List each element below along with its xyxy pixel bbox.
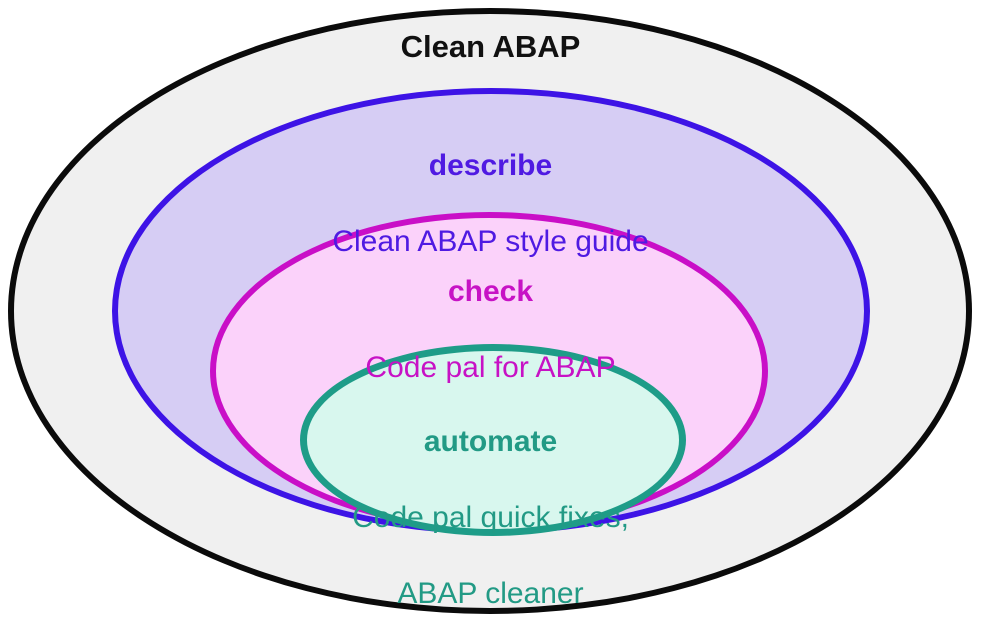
automate-label-block: automate Code pal quick fixes, ABAP clea… bbox=[0, 386, 981, 622]
diagram-title: Clean ABAP bbox=[400, 29, 581, 64]
describe-heading: describe bbox=[428, 149, 553, 182]
check-heading: check bbox=[447, 275, 534, 308]
describe-subtitle: Clean ABAP style guide bbox=[332, 225, 649, 258]
describe-label-block: describe Clean ABAP style guide bbox=[0, 110, 981, 298]
check-subtitle: Code pal for ABAP bbox=[365, 351, 616, 384]
automate-heading: automate bbox=[423, 425, 558, 458]
automate-subtitle-line-2: ABAP cleaner bbox=[397, 577, 584, 610]
automate-subtitle-line-1: Code pal quick fixes, bbox=[352, 501, 629, 534]
automate-ellipse bbox=[300, 344, 686, 536]
check-label-block: check Code pal for ABAP bbox=[0, 236, 981, 424]
